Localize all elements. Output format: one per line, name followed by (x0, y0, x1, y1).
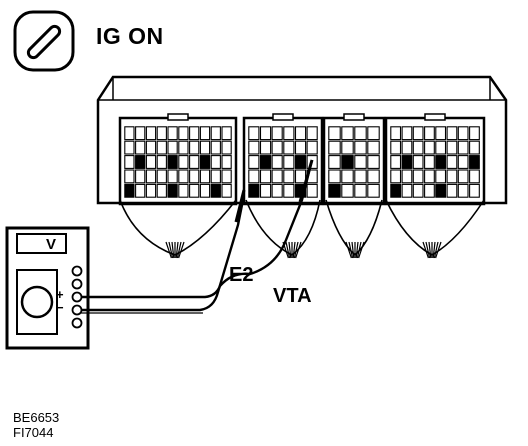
harness-tuft (422, 241, 442, 259)
figure-code: FI7044 (13, 425, 54, 440)
harness-tuft (165, 241, 185, 259)
meter-terminal-icon (71, 317, 83, 329)
harness-tuft (282, 241, 302, 259)
connector-block (242, 113, 324, 206)
meter-minus-label: − (56, 300, 64, 315)
ecu-housing (96, 75, 508, 205)
meter-terminal-icon (71, 278, 83, 290)
connector-block (118, 113, 238, 206)
test-leads (81, 159, 314, 314)
connector-block (322, 113, 386, 206)
ecu-connectors (118, 113, 486, 206)
meter-minus-terminal-icon (71, 304, 83, 316)
figure-code: BE6653 (13, 410, 60, 425)
meter-plus-label: + (56, 287, 64, 302)
meter-unit-label: V (45, 236, 56, 253)
meter-terminal-icon (71, 265, 83, 277)
voltmeter (5, 226, 90, 350)
ground-lead (81, 199, 245, 312)
signal-terminal-label: VTA (273, 285, 312, 307)
meter-plus-terminal-icon (71, 291, 83, 303)
ignition-key-icon (13, 10, 75, 72)
signal-lead (81, 159, 314, 299)
harness-tuft (345, 241, 365, 259)
ignition-status-label: IG ON (96, 23, 164, 49)
ground-terminal-label: E2 (229, 264, 254, 286)
connector-block (384, 113, 486, 206)
harness-tufts (165, 241, 442, 259)
